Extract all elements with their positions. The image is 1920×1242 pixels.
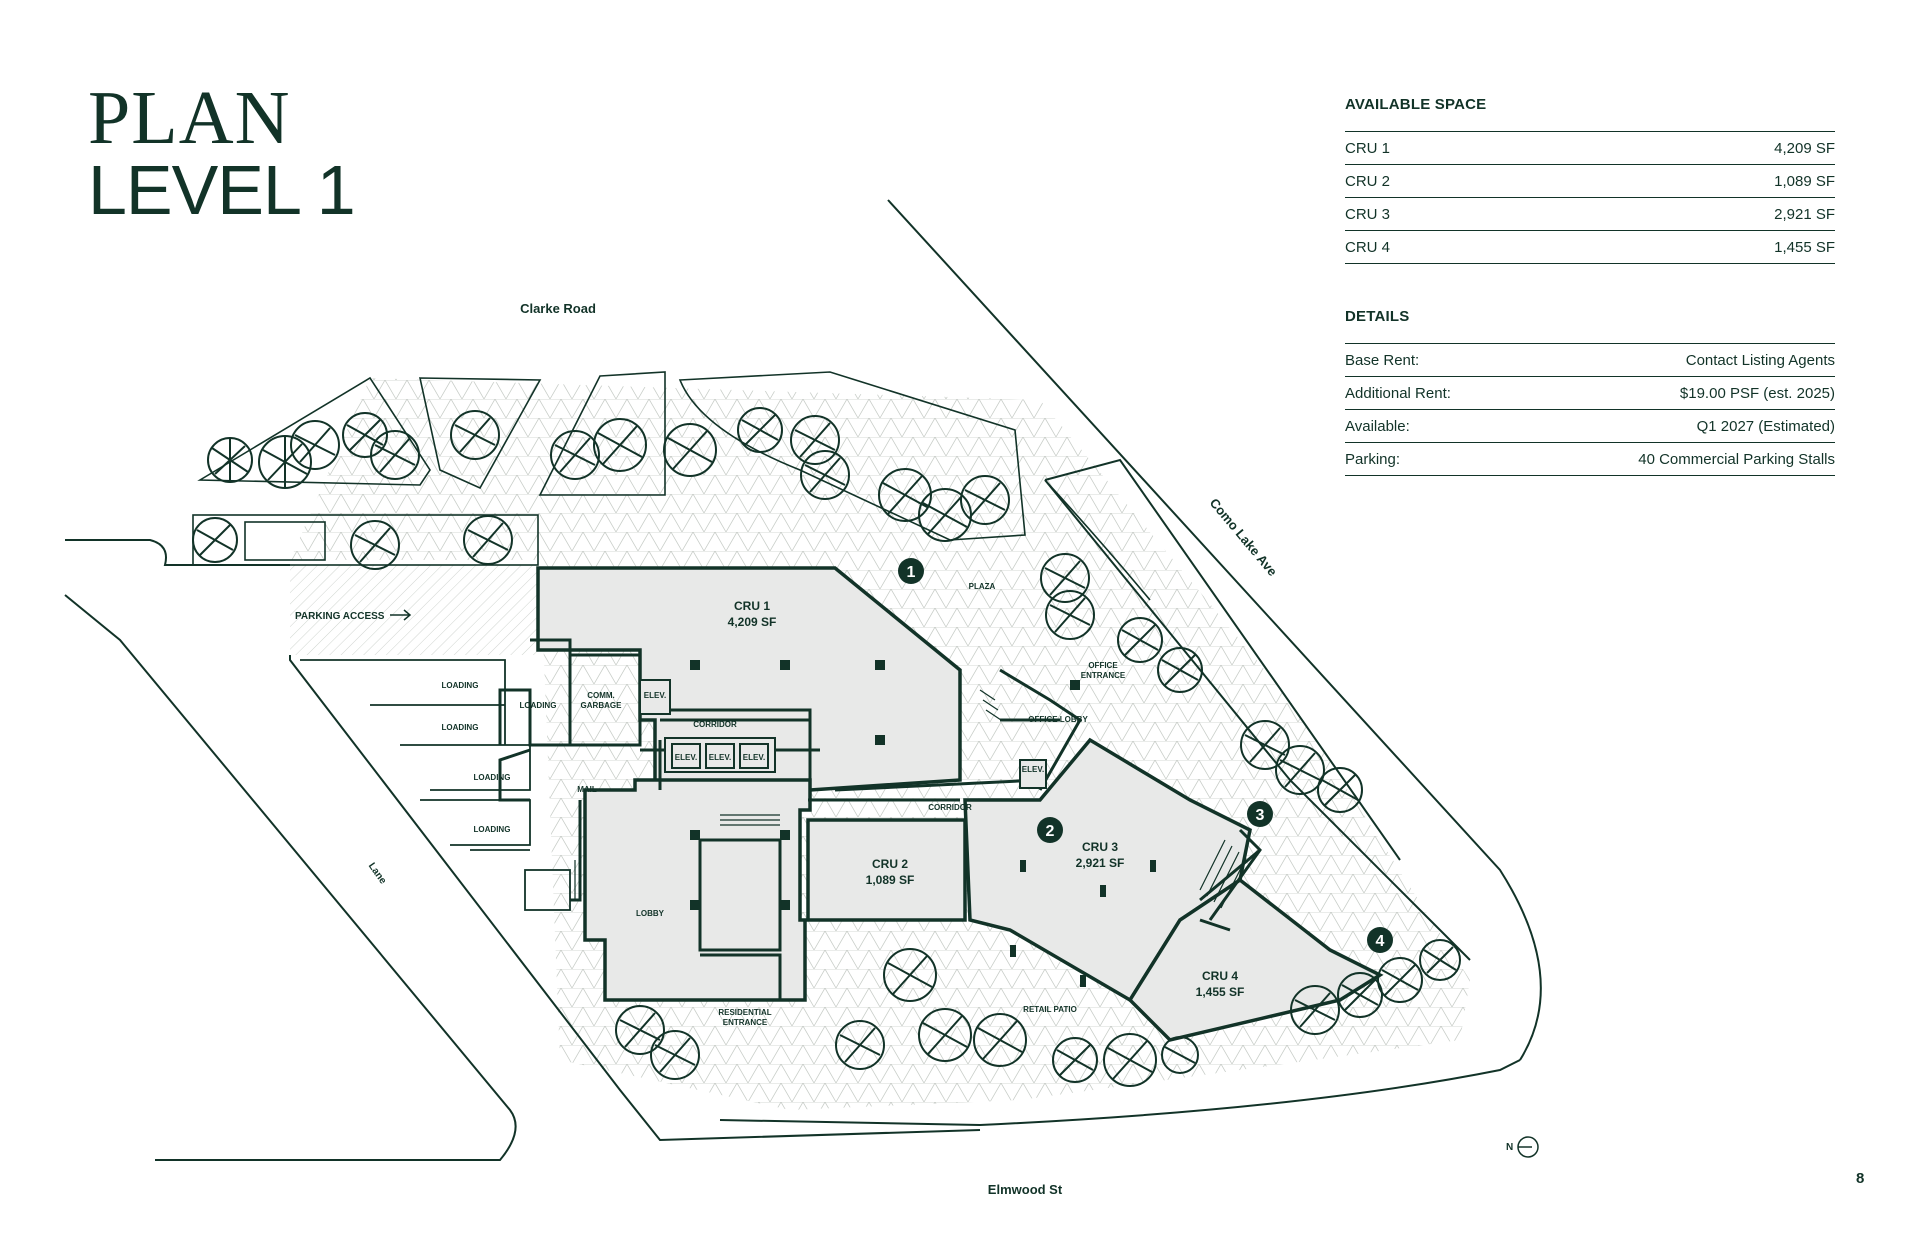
elev-label-5: ELEV. [1022, 765, 1044, 774]
table-row: Available: Q1 2027 (Estimated) [1345, 410, 1835, 443]
title-level: LEVEL 1 [88, 151, 356, 229]
parking-access-label: PARKING ACCESS [295, 611, 385, 622]
row-label: CRU 1 [1345, 139, 1391, 157]
title-plan: PLAN [88, 76, 291, 160]
row-value: 40 Commercial Parking Stalls [1638, 450, 1835, 468]
row-value: $19.00 PSF (est. 2025) [1679, 384, 1835, 402]
cru4-area: 1,455 SF [1196, 985, 1245, 999]
arrow-right-icon [390, 609, 412, 621]
parking-access: PARKING ACCESS [295, 609, 412, 622]
loading-label-1: LOADING [442, 681, 479, 690]
unit-marker-2-number: 2 [1046, 823, 1055, 840]
street-west: Lane [366, 861, 389, 887]
table-row: CRU 1 4,209 SF [1345, 132, 1835, 165]
corridor-label-2: CORRIDOR [928, 803, 972, 812]
unit-marker-1 [898, 558, 924, 584]
row-value: 4,209 SF [1774, 139, 1835, 157]
cru1-area: 4,209 SF [728, 615, 777, 629]
unit-marker-3-number: 3 [1256, 807, 1265, 824]
table-row: Additional Rent: $19.00 PSF (est. 2025) [1345, 377, 1835, 410]
street-east: Como Lake Ave [1207, 495, 1281, 579]
row-value: 2,921 SF [1774, 205, 1835, 223]
row-label: Additional Rent: [1345, 384, 1451, 402]
table-row: CRU 4 1,455 SF [1345, 231, 1835, 264]
office-entrance-label-2: ENTRANCE [1081, 671, 1126, 680]
row-value: 1,089 SF [1774, 172, 1835, 190]
unit-labels: CRU 1 4,209 SF CRU 2 1,089 SF CRU 3 2,92… [728, 599, 1245, 999]
table-row: Parking: 40 Commercial Parking Stalls [1345, 443, 1835, 476]
site-edges [64, 199, 1542, 1161]
north-arrow: N [1506, 1136, 1539, 1158]
row-label: CRU 4 [1345, 238, 1391, 256]
table-row: CRU 3 2,921 SF [1345, 198, 1835, 231]
cru4-name: CRU 4 [1202, 969, 1238, 983]
loading-label-4: LOADING [474, 825, 511, 834]
page-title: PLAN LEVEL 1 [88, 76, 356, 229]
columns [690, 660, 1156, 987]
row-label: Available: [1345, 417, 1410, 435]
stairs [569, 689, 1247, 909]
details-table: Base Rent: Contact Listing Agents Additi… [1345, 343, 1835, 476]
cru2-area: 1,089 SF [866, 873, 915, 887]
row-label: CRU 2 [1345, 172, 1391, 190]
cru3-name: CRU 3 [1082, 840, 1118, 854]
elevators [639, 679, 1047, 789]
corridor-label-1: CORRIDOR [693, 720, 737, 729]
unit-marker-4 [1367, 927, 1393, 953]
plaza-label: PLAZA [969, 582, 996, 591]
unit-marker-4-number: 4 [1376, 933, 1385, 950]
office-entrance-label-1: OFFICE [1088, 661, 1118, 670]
parking-ramp [290, 565, 540, 655]
unit-marker-3 [1247, 801, 1273, 827]
residential-entrance-label-1: RESIDENTIAL [718, 1008, 771, 1017]
table-row: CRU 2 1,089 SF [1345, 165, 1835, 198]
retail-patio-label: RETAIL PATIO [1023, 1005, 1077, 1014]
row-label: Parking: [1345, 450, 1401, 468]
floor-plates [536, 566, 1384, 1042]
comm-garbage-label-1: COMM. [587, 691, 615, 700]
cru1-name: CRU 1 [734, 599, 770, 613]
page-number: 8 [1856, 1170, 1865, 1187]
table-row: Base Rent: Contact Listing Agents [1345, 344, 1835, 377]
unit-markers: 1 2 3 4 [898, 558, 1393, 953]
available-space-heading: AVAILABLE SPACE [1345, 96, 1487, 113]
unit-marker-1-number: 1 [907, 564, 916, 581]
elev-label-1: ELEV. [644, 691, 666, 700]
loading-bays [300, 659, 571, 911]
trees [192, 407, 1461, 1087]
info-panel: AVAILABLE SPACE CRU 1 4,209 SF CRU 2 1,0… [1345, 96, 1835, 520]
details-heading: DETAILS [1345, 308, 1410, 325]
row-label: CRU 3 [1345, 205, 1391, 223]
cru2-name: CRU 2 [872, 857, 908, 871]
mail-label: MAIL [577, 785, 597, 794]
loading-label-2: LOADING [442, 723, 479, 732]
elev-label-4: ELEV. [743, 753, 765, 762]
office-lobby-label: OFFICE LOBBY [1028, 715, 1088, 724]
unit-marker-2 [1037, 817, 1063, 843]
residential-entrance-label-2: ENTRANCE [723, 1018, 768, 1027]
street-south: Elmwood St [988, 1182, 1063, 1197]
available-space-table: CRU 1 4,209 SF CRU 2 1,089 SF CRU 3 2,92… [1345, 131, 1835, 264]
elev-label-3: ELEV. [709, 753, 731, 762]
elev-label-2: ELEV. [675, 753, 697, 762]
row-value: Contact Listing Agents [1685, 351, 1835, 369]
room-labels: LOADING LOADING LOADING LOADING LOADING … [442, 582, 1126, 1027]
north-arrow-letter: N [1506, 1142, 1513, 1153]
loading-label-5: LOADING [520, 701, 557, 710]
row-value: 1,455 SF [1774, 238, 1835, 256]
row-value: Q1 2027 (Estimated) [1696, 417, 1835, 435]
cru3-area: 2,921 SF [1076, 856, 1125, 870]
comm-garbage-label-2: GARBAGE [581, 701, 623, 710]
loading-label-3: LOADING [474, 773, 511, 782]
lobby-label: LOBBY [636, 909, 665, 918]
row-label: Base Rent: [1345, 351, 1420, 369]
street-north: Clarke Road [520, 301, 596, 316]
